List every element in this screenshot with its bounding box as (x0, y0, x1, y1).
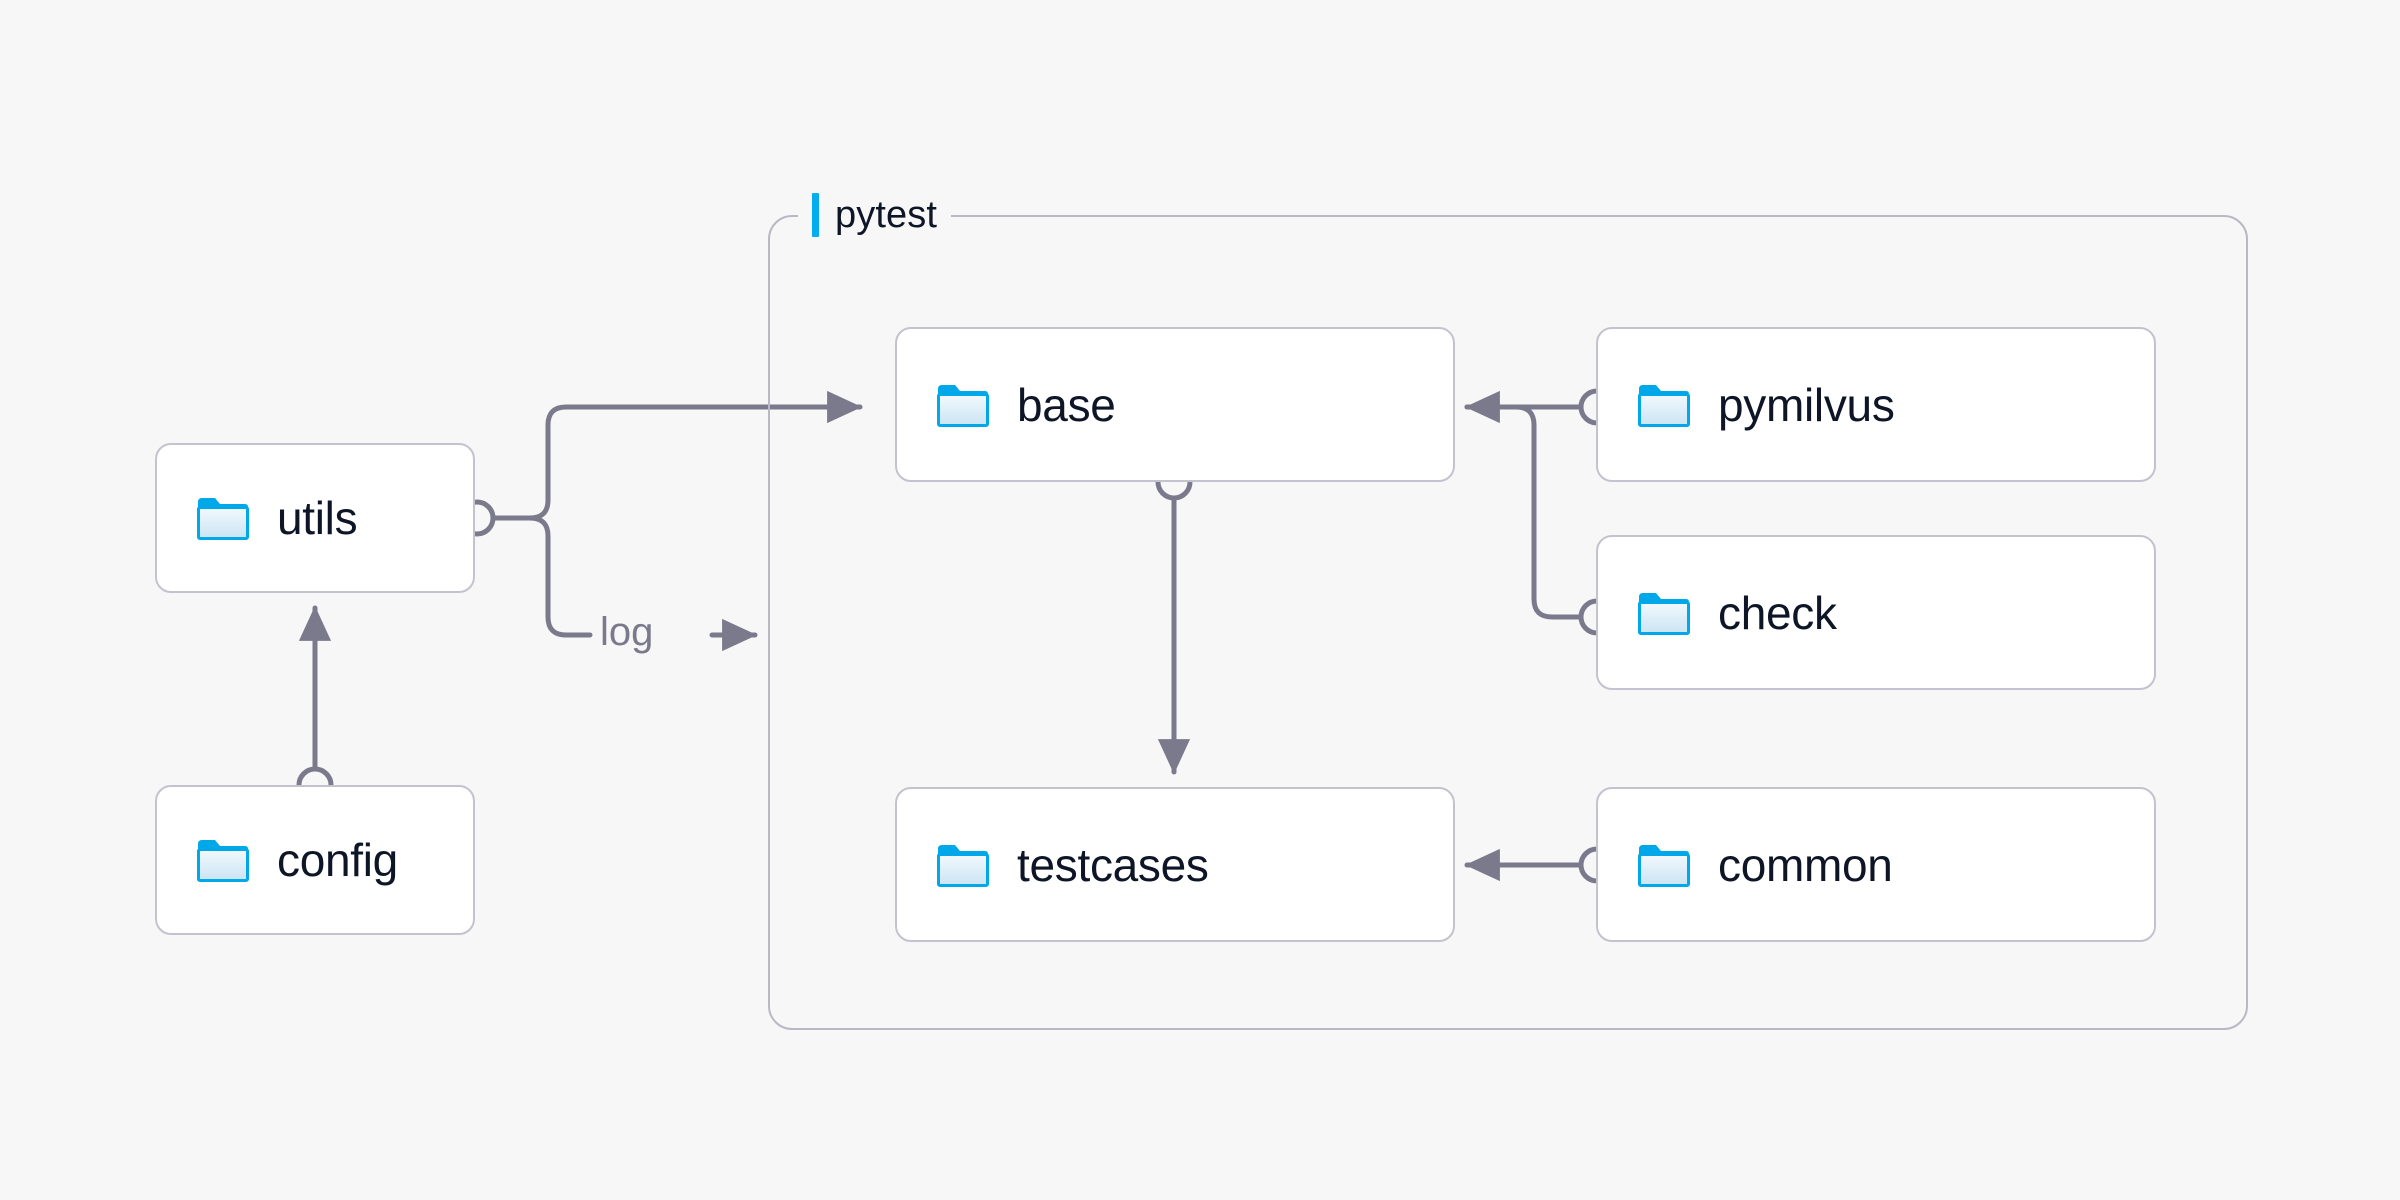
group-pytest-label-text: pytest (835, 194, 937, 236)
group-pytest-label: pytest (798, 189, 951, 241)
node-config[interactable]: config (155, 785, 475, 935)
node-common[interactable]: common (1596, 787, 2156, 942)
node-utils[interactable]: utils (155, 443, 475, 593)
folder-icon (937, 384, 989, 427)
folder-icon (1638, 384, 1690, 427)
node-check-label: check (1718, 586, 1837, 639)
node-pymilvus-label: pymilvus (1718, 378, 1895, 431)
edge-label-log-label: log (600, 610, 654, 654)
node-utils-label: utils (277, 492, 358, 544)
node-testcases-label: testcases (1017, 838, 1209, 891)
group-pytest[interactable] (768, 215, 2248, 1030)
folder-icon (197, 498, 249, 540)
folder-icon (937, 844, 989, 887)
folder-icon (1638, 844, 1690, 887)
node-common-label: common (1718, 838, 1893, 891)
node-base-label: base (1017, 378, 1116, 431)
node-pymilvus[interactable]: pymilvus (1596, 327, 2156, 482)
accent-bar-icon (812, 193, 819, 237)
node-check[interactable]: check (1596, 535, 2156, 690)
node-config-label: config (277, 834, 398, 886)
node-testcases[interactable]: testcases (895, 787, 1455, 942)
edge-utils-to-log (527, 515, 593, 638)
folder-icon (1638, 592, 1690, 635)
folder-icon (197, 840, 249, 882)
node-base[interactable]: base (895, 327, 1455, 482)
